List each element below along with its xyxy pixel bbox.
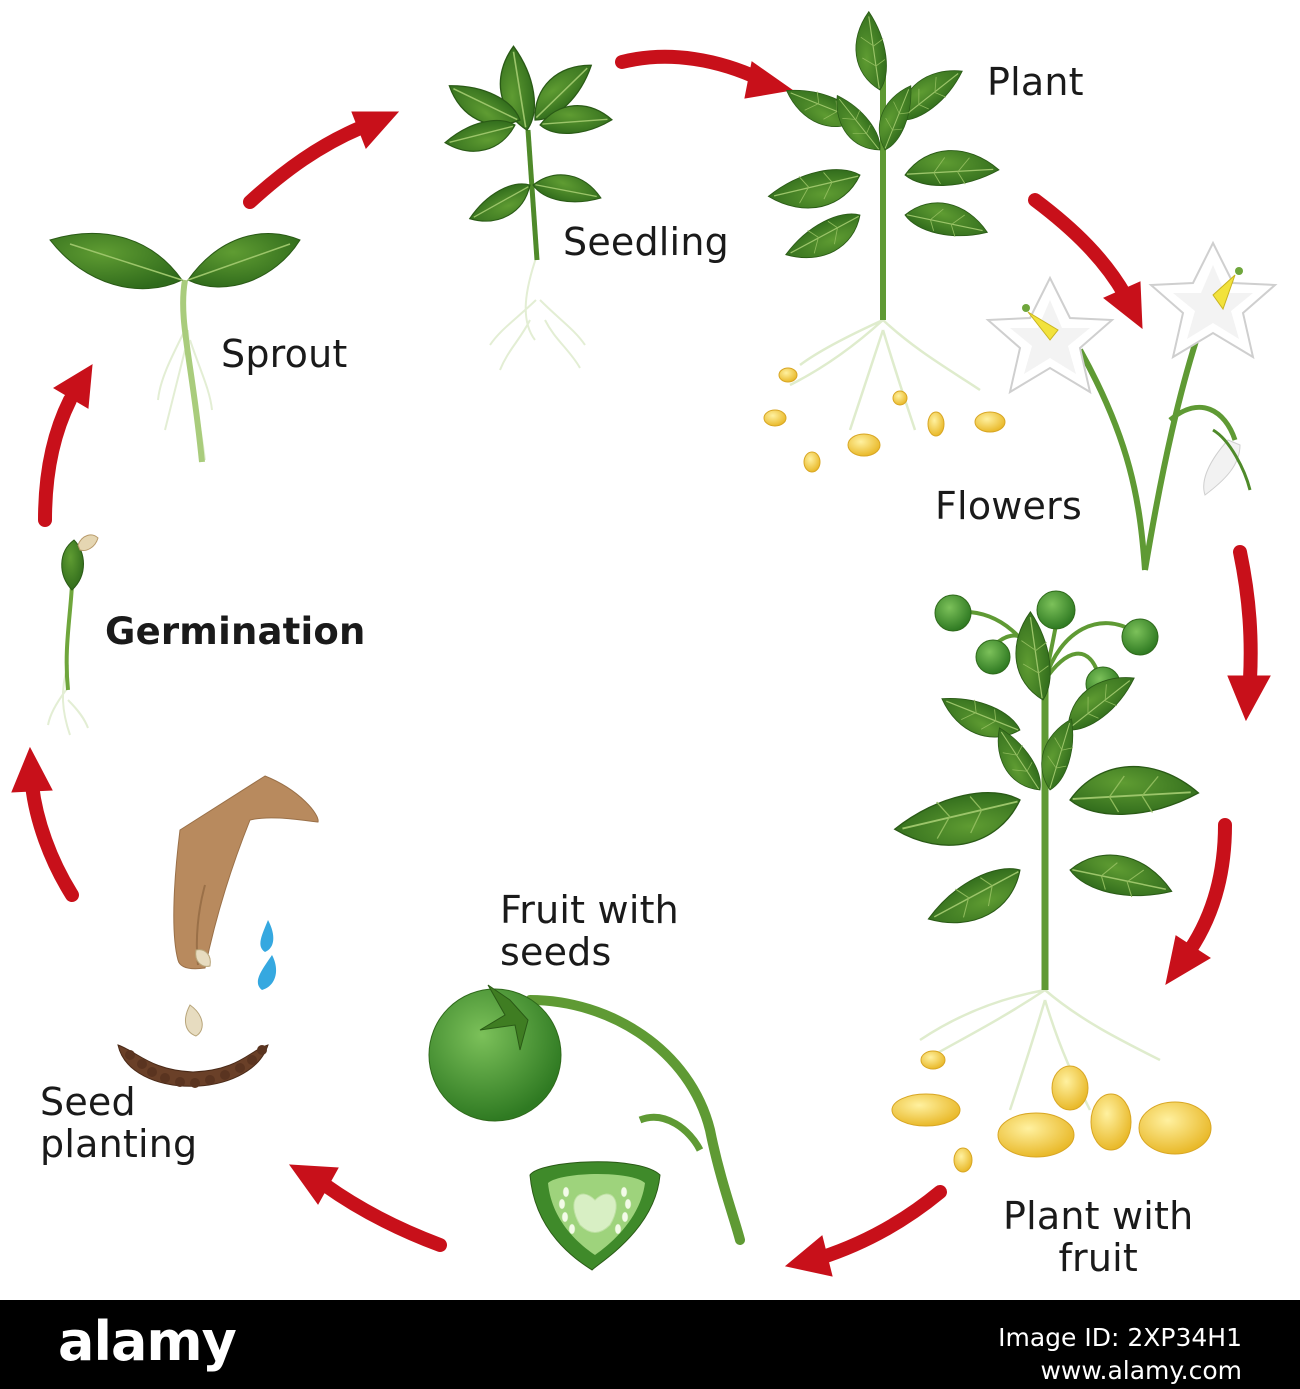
soil-mound	[117, 1044, 269, 1088]
label-sprout: Sprout	[221, 332, 348, 376]
arrow-flowers-to-fruitplant	[1227, 545, 1271, 722]
sprout-illustration	[49, 233, 301, 463]
flowers-illustration	[985, 240, 1278, 571]
watermark-bar: alamy Image ID: 2XP34H1 www.alamy.com	[0, 1300, 1300, 1389]
label-plant: Plant	[987, 60, 1084, 104]
arrow-fruitplant-right	[1165, 818, 1232, 986]
cycle-arrows	[11, 49, 1271, 1277]
life-cycle-diagram: Seedling Plant Sprout Flowers Germinatio…	[11, 11, 1278, 1280]
cut-fruit	[529, 1161, 661, 1271]
seedling-illustration	[441, 45, 614, 371]
arrow-seedling-to-plant	[615, 49, 794, 99]
label-plant-with-fruit: Plant with fruit	[1003, 1194, 1194, 1280]
alamy-logo: alamy	[58, 1310, 237, 1373]
arrow-plant-to-flowers	[1028, 193, 1143, 330]
label-fruit-with-seeds: Fruit with seeds	[500, 888, 679, 974]
fruit-with-seeds-illustration	[428, 984, 745, 1271]
arrow-fruit-to-seedplanting	[288, 1164, 447, 1252]
arrow-seedplanting-to-germination	[11, 746, 79, 902]
label-seedling: Seedling	[563, 220, 729, 264]
arrow-germination-to-sprout	[38, 364, 93, 527]
plant-with-fruit-illustration	[891, 590, 1212, 1173]
plant-illustration	[763, 11, 1006, 473]
seed-planting-illustration	[117, 775, 319, 1088]
arrow-fruitplant-to-fruit	[784, 1185, 947, 1277]
label-seed-planting: Seed planting	[40, 1080, 198, 1166]
label-germination: Germination	[105, 610, 366, 653]
germination-illustration	[47, 534, 99, 736]
label-flowers: Flowers	[935, 484, 1082, 528]
whole-fruit	[428, 984, 562, 1122]
diagram-artwork	[11, 11, 1278, 1277]
arrow-sprout-to-seedling	[243, 111, 400, 209]
image-id-text: Image ID: 2XP34H1 www.alamy.com	[998, 1323, 1242, 1385]
